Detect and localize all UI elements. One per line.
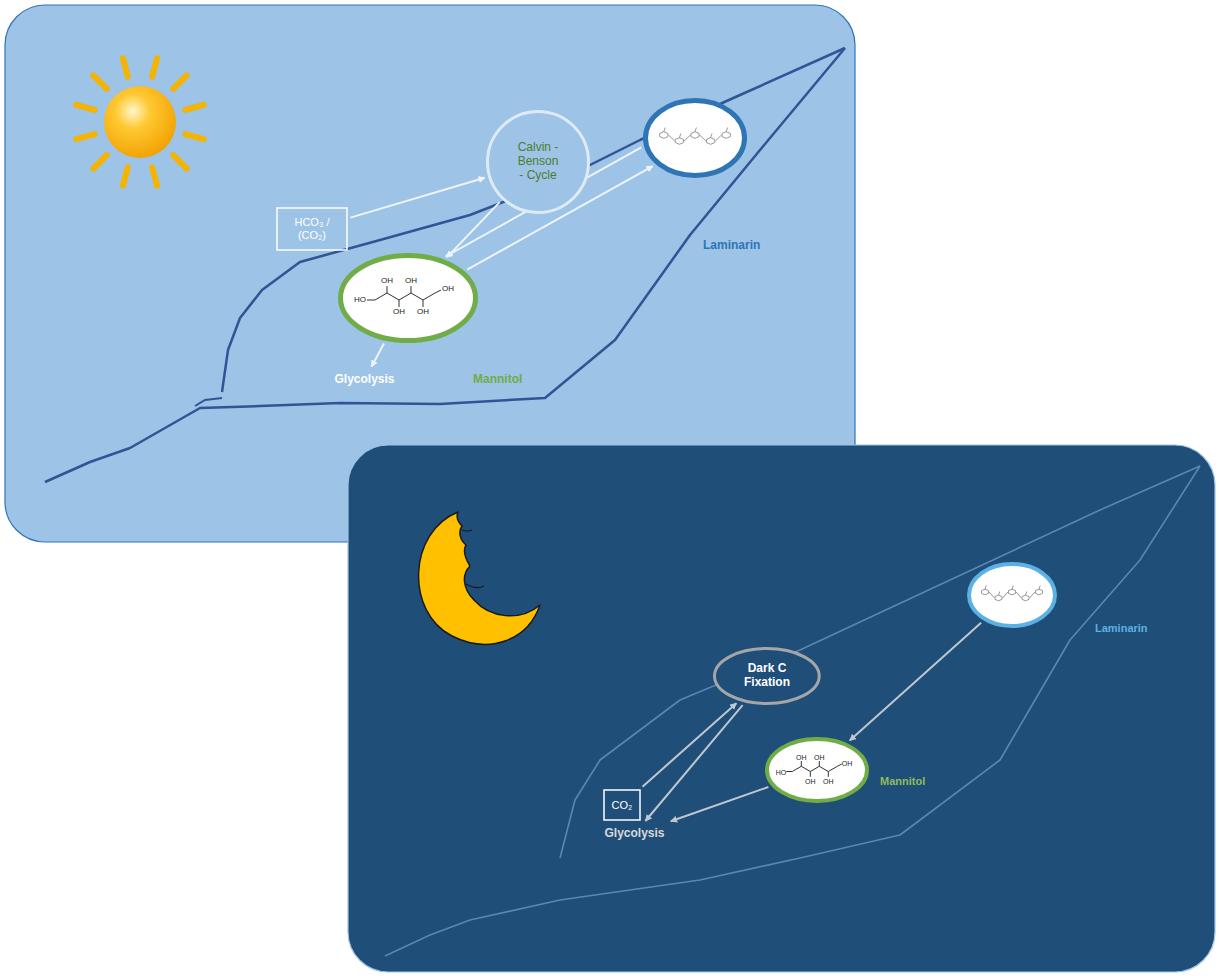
atom-label: HO: [776, 768, 787, 775]
sun-ray: [185, 105, 203, 110]
flow-arrow: [350, 178, 484, 218]
atom-label: OH: [381, 277, 393, 285]
box-border: [277, 208, 347, 250]
flow-arrow: [850, 623, 981, 741]
process-ellipse: Dark C Fixation: [713, 647, 821, 705]
process-label: Glycolysis: [333, 372, 396, 388]
node-caption: Mannitol: [473, 372, 522, 386]
process-label: Glycolysis: [603, 826, 666, 842]
input-box: CO₂: [604, 790, 640, 820]
sun-ray: [123, 58, 128, 76]
laminarin-structure: [982, 586, 1043, 601]
node-text: CO₂: [612, 799, 633, 812]
cycle-circle: Calvin - Benson - Cycle: [486, 110, 590, 214]
sun-ray: [93, 75, 106, 88]
atom-label: OH: [442, 285, 454, 293]
sun-ray: [76, 134, 94, 139]
atom-label: HO: [354, 296, 366, 304]
atom-label: OH: [823, 777, 834, 784]
ellipse-border: [767, 739, 867, 801]
atom-label: OH: [796, 754, 807, 761]
node-caption: Laminarin: [703, 238, 760, 252]
ellipse-border: [488, 112, 589, 213]
cell-outline: [385, 466, 1200, 956]
cell-outline: [45, 48, 845, 482]
sun-ray: [152, 58, 157, 76]
cell-outline: [195, 398, 222, 406]
flow-arrow: [643, 703, 737, 787]
sun-ray: [93, 155, 106, 168]
node-text: Dark C Fixation: [731, 662, 803, 690]
flow-arrow: [645, 705, 742, 821]
sun-icon: [76, 58, 204, 186]
node-text: HCO₃ / (CO₂): [289, 216, 335, 241]
ellipse-border: [715, 648, 820, 703]
ellipse-border: [646, 101, 745, 176]
storage-ellipse: Laminarin: [967, 562, 1057, 628]
flow-arrow: [671, 787, 769, 821]
atom-label: OH: [417, 308, 429, 316]
sun-ray: [173, 155, 186, 168]
node-text: Calvin - Benson - Cycle: [518, 141, 559, 182]
laminarin-structure: [660, 128, 731, 145]
ellipse-border: [969, 564, 1055, 626]
cell-outline: [560, 466, 1200, 858]
night-panel: [348, 445, 1215, 972]
storage-ellipse: Laminarin: [643, 98, 747, 178]
sun-ray: [152, 167, 157, 185]
moon-icon: [419, 512, 540, 644]
cell-outline: [222, 48, 845, 392]
sun-ray: [76, 105, 94, 110]
flow-arrow: [372, 344, 384, 367]
sun-ray: [173, 75, 186, 88]
atom-label: OH: [393, 308, 405, 316]
input-box: HCO₃ / (CO₂): [277, 208, 347, 250]
atom-label: OH: [814, 754, 825, 761]
node-text: Glycolysis: [604, 827, 664, 841]
box-border: [604, 790, 640, 820]
atom-label: OH: [405, 277, 417, 285]
atom-label: OH: [805, 777, 816, 784]
node-outline: [643, 98, 747, 178]
node-outline: [967, 562, 1057, 628]
sun-ray: [185, 134, 203, 139]
mannitol-structure: [786, 761, 842, 777]
ellipse-border: [341, 256, 476, 341]
node-caption: Mannitol: [880, 775, 925, 787]
node-caption: Laminarin: [1095, 622, 1148, 634]
node-text: Glycolysis: [334, 373, 394, 387]
atom-label: OH: [842, 760, 853, 767]
mannitol-structure: [367, 286, 441, 307]
sun-ray: [123, 167, 128, 185]
